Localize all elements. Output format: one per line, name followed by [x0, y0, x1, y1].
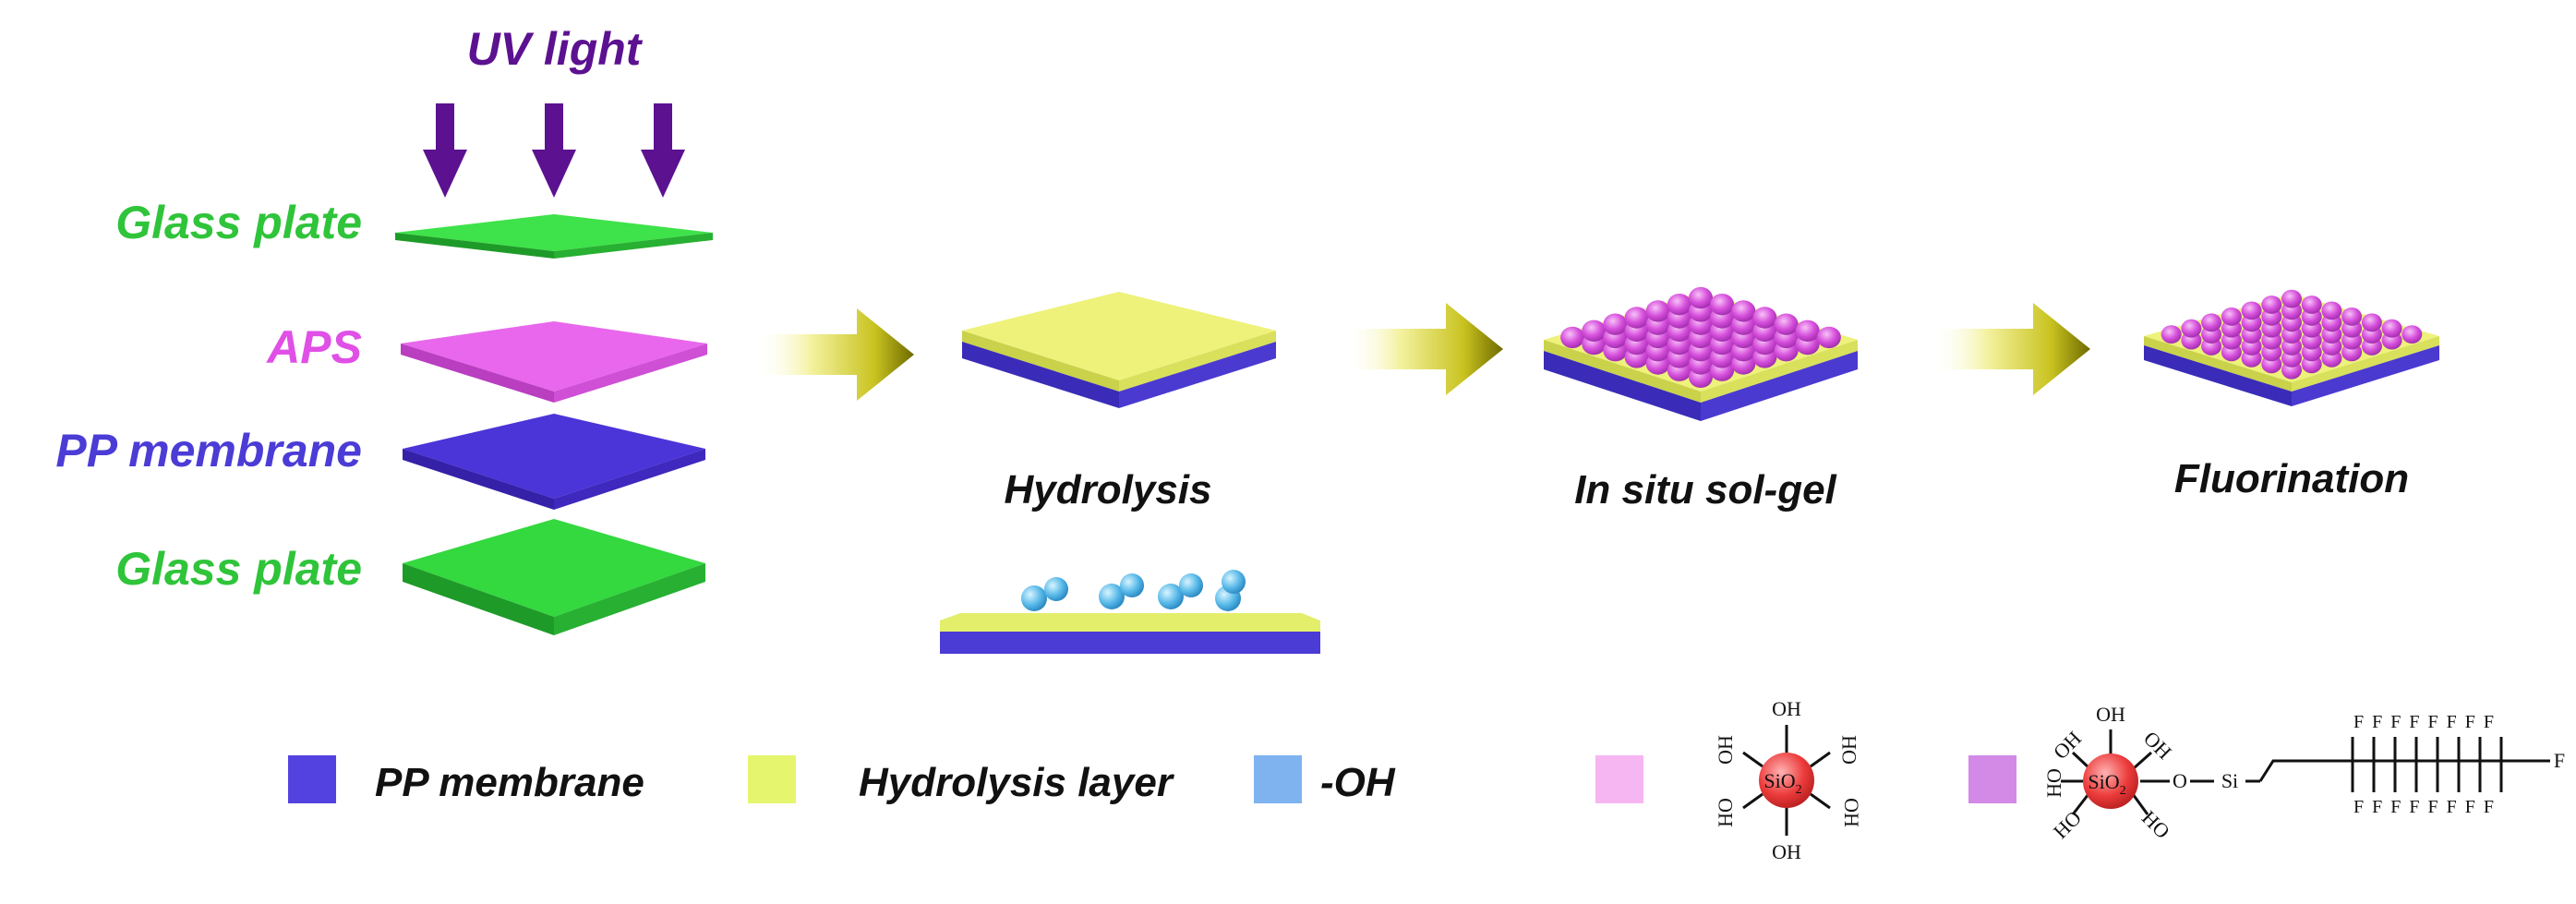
svg-text:SiO2: SiO2	[1763, 769, 1801, 797]
svg-text:OH: OH	[1837, 735, 1860, 765]
particle-dome	[2241, 301, 2262, 320]
svg-text:F: F	[2554, 749, 2565, 772]
process-arrow-1	[755, 308, 914, 401]
hydrolysis-cross-section	[940, 613, 1320, 654]
hydrolysis-membrane	[962, 292, 1276, 408]
particle-dome	[1816, 326, 1841, 349]
legend-swatch-sio2-particle	[1595, 755, 1643, 803]
svg-text:SiO2: SiO2	[2088, 770, 2125, 798]
particle-dome	[1645, 300, 1670, 322]
perfluoro-chain	[2351, 737, 2503, 792]
pp-membrane-layer	[403, 414, 705, 510]
sol-gel-label: In situ sol-gel	[1574, 467, 1836, 512]
uv-arrow-3	[641, 103, 685, 198]
sio2-sphere	[1759, 753, 1814, 808]
particle-dome	[2261, 295, 2282, 314]
svg-text:F F F F F F F F: F F F F F F F F	[2353, 712, 2496, 732]
oh-group-cluster	[1021, 570, 1246, 611]
legend-pp-membrane-label: PP membrane	[375, 760, 644, 805]
glass-plate-top-label: Glass plate	[115, 197, 362, 248]
glass-plate-top	[395, 214, 713, 259]
svg-text:OH: OH	[1772, 840, 1801, 863]
uv-light-label: UV light	[467, 23, 644, 75]
svg-text:OH: OH	[1772, 697, 1801, 720]
particle-dome	[1560, 326, 1585, 349]
particle-dome	[2381, 319, 2402, 338]
process-arrow-3	[1932, 303, 2090, 395]
particle-dome	[2301, 295, 2322, 314]
particle-dome	[2201, 313, 2222, 332]
svg-text:Si: Si	[2221, 769, 2238, 792]
particle-dome	[1582, 319, 1607, 342]
svg-text:OH: OH	[2096, 703, 2125, 726]
particle-dome	[1667, 294, 1691, 316]
sio2-hydroxyl-structure: SiO2 OH OH OH OH HO OH	[1714, 697, 1863, 863]
legend-swatch-hydrolysis-layer	[748, 755, 796, 803]
process-arrow-2	[1344, 303, 1503, 395]
particle-dome	[1752, 307, 1777, 329]
uv-arrow-1	[423, 103, 467, 198]
particle-dome	[2341, 307, 2363, 326]
uv-arrow-2	[532, 103, 576, 198]
svg-text:O: O	[2173, 769, 2187, 792]
particle-dome	[1731, 300, 1756, 322]
particle-dome	[1774, 313, 1799, 335]
svg-text:OH: OH	[1840, 798, 1863, 827]
svg-text:HO: HO	[2049, 806, 2086, 843]
aps-label: APS	[265, 321, 362, 373]
legend-swatch-pp-membrane	[288, 755, 336, 803]
legend-swatch-oh	[1254, 755, 1302, 803]
particle-dome	[1795, 319, 1820, 342]
particle-dome	[2321, 301, 2342, 320]
particle-dome	[2361, 313, 2382, 332]
pp-membrane-label: PP membrane	[55, 425, 362, 476]
fluorinated-sio2-structure: SiO2 OH HO OH OH HO HO O Si F F F F F F …	[2042, 703, 2565, 843]
particle-dome	[2181, 319, 2202, 338]
particle-dome	[1710, 294, 1735, 316]
svg-text:F F F F F F F F: F F F F F F F F	[2353, 797, 2496, 817]
particle-dome	[2161, 325, 2182, 344]
hydrolysis-label: Hydrolysis	[1005, 467, 1212, 512]
glass-plate-bottom-label: Glass plate	[115, 543, 362, 595]
fluorinated-particles	[2161, 289, 2423, 380]
legend-oh-label: -OH	[1320, 760, 1396, 805]
particle-dome	[2401, 325, 2423, 344]
particle-dome	[1624, 307, 1649, 329]
sio2-particles-solgel	[1560, 286, 1841, 388]
svg-text:HO: HO	[1714, 798, 1737, 827]
svg-text:OH: OH	[1714, 735, 1737, 765]
fluorinated-sio2-sphere	[2083, 753, 2138, 809]
glass-plate-bottom	[403, 519, 705, 635]
particle-dome	[2221, 307, 2242, 326]
legend-swatch-fluorinated-particle	[1968, 755, 2016, 803]
svg-text:HO: HO	[2042, 768, 2065, 798]
fluorination-label: Fluorination	[2174, 456, 2409, 501]
svg-text:HO: HO	[2137, 806, 2174, 843]
legend-hydrolysis-layer-label: Hydrolysis layer	[859, 760, 1175, 805]
particle-dome	[2281, 289, 2302, 308]
particle-dome	[1689, 286, 1713, 309]
particle-dome	[1603, 313, 1628, 335]
aps-layer	[401, 321, 707, 403]
